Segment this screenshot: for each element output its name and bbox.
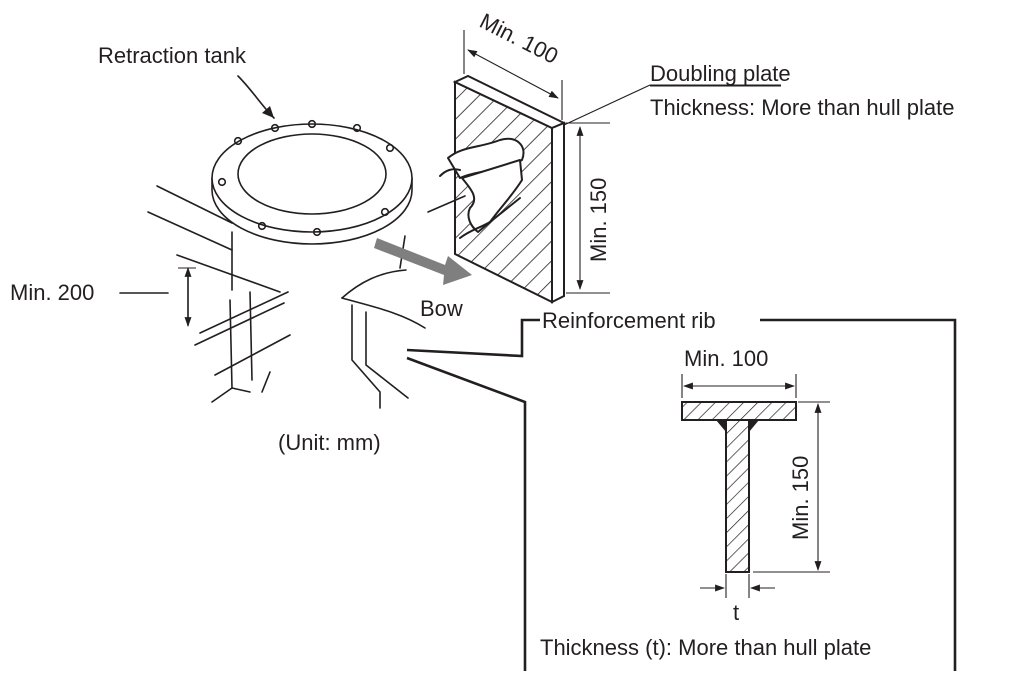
doubling-width-label: Min. 100 (476, 8, 563, 69)
doubling-width-dimension (463, 30, 563, 120)
rib-thickness-label: Thickness (t): More than hull plate (540, 635, 871, 660)
rib-height-label: Min. 150 (788, 456, 813, 540)
reinforcement-rib-callout (406, 318, 957, 671)
doubling-height-label: Min. 150 (586, 178, 611, 262)
rib-height-dimension (753, 401, 830, 573)
bow-label: Bow (420, 296, 463, 321)
rib-t-dimension (700, 574, 775, 598)
hull-frames (147, 185, 466, 409)
min200-label: Min. 200 (10, 280, 94, 305)
doubling-height-dimension (566, 122, 610, 294)
unit-label: (Unit: mm) (278, 430, 381, 455)
doubling-plate (439, 74, 567, 304)
min200-dimension (119, 267, 196, 327)
doubling-plate-leader (563, 84, 781, 126)
bow-arrow (374, 238, 472, 285)
doubling-plate-label: Doubling plate (650, 61, 791, 86)
flange-bolt-holes (217, 119, 395, 237)
reinforcement-rib-label: Reinforcement rib (542, 308, 716, 333)
retraction-tank-label: Retraction tank (98, 43, 247, 68)
rib-t-label: t (733, 600, 739, 625)
rib-width-dimension (681, 374, 797, 398)
retraction-tank-flange (211, 119, 413, 245)
t-section-rib (681, 401, 797, 573)
doubling-thickness-label: Thickness: More than hull plate (650, 95, 955, 120)
rib-width-label: Min. 100 (684, 346, 768, 371)
